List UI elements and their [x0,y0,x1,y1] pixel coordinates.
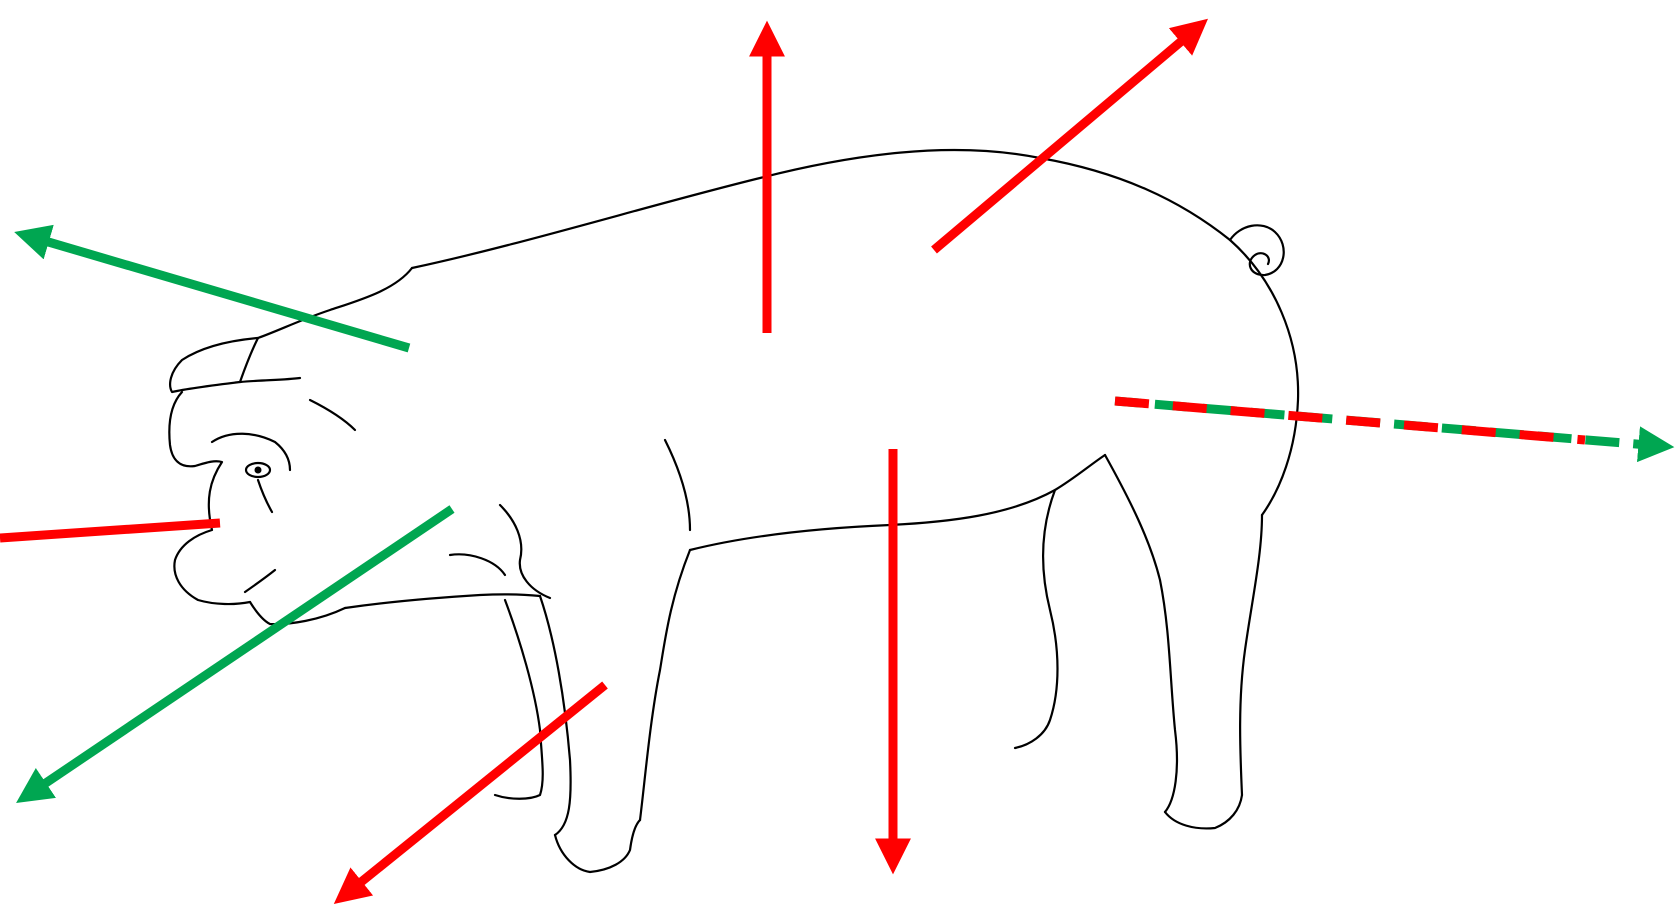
pig-back-outline [410,148,1300,517]
pig-front-leg-back-outline [638,548,692,822]
pig-eye-wrinkle [256,478,274,514]
arrow-left-up-green [14,224,411,353]
pig-hind-leg-back-outline [1239,513,1264,797]
pig-head-outline [168,390,252,606]
pig-elbow-outline [663,438,692,532]
pig-front-hoof-outline [553,818,642,874]
pig-cheek-outline [308,398,357,432]
pig-hind-hoof-outline [1163,793,1244,830]
pig-front-leg-2-outline [538,594,572,837]
pig-eye-outline [244,461,272,479]
pig-neck-outline [256,266,414,340]
line-snout-red [0,518,221,543]
pig-tail-outline [1228,224,1285,277]
pig-mouth-line [243,568,277,594]
pig-eye-pupil [254,466,262,474]
pig-shoulder-wrinkle-2 [448,553,507,577]
arrow-up-right-red [931,18,1209,254]
arrow-down-left-red [333,681,608,905]
pig-mouth-outline [248,600,347,626]
pig-outline-icon [168,148,1300,874]
pig-front-leg-outline [493,598,544,800]
pig-shoulder-wrinkle [498,503,552,600]
arrows-group [0,18,1675,905]
arrow-down-left-green [16,505,455,804]
arrow-right-dashed-red [1114,396,1586,445]
pig-belly-outline [688,453,1107,552]
pig-ear-fold-outline [238,336,260,384]
pig-hind-leg-outline [1013,488,1059,750]
pig-ear-outline [169,336,302,394]
pig-hind-leg-2-outline [1103,453,1179,814]
pig-jaw-outline [343,593,542,610]
pig-face-outline [210,432,292,472]
